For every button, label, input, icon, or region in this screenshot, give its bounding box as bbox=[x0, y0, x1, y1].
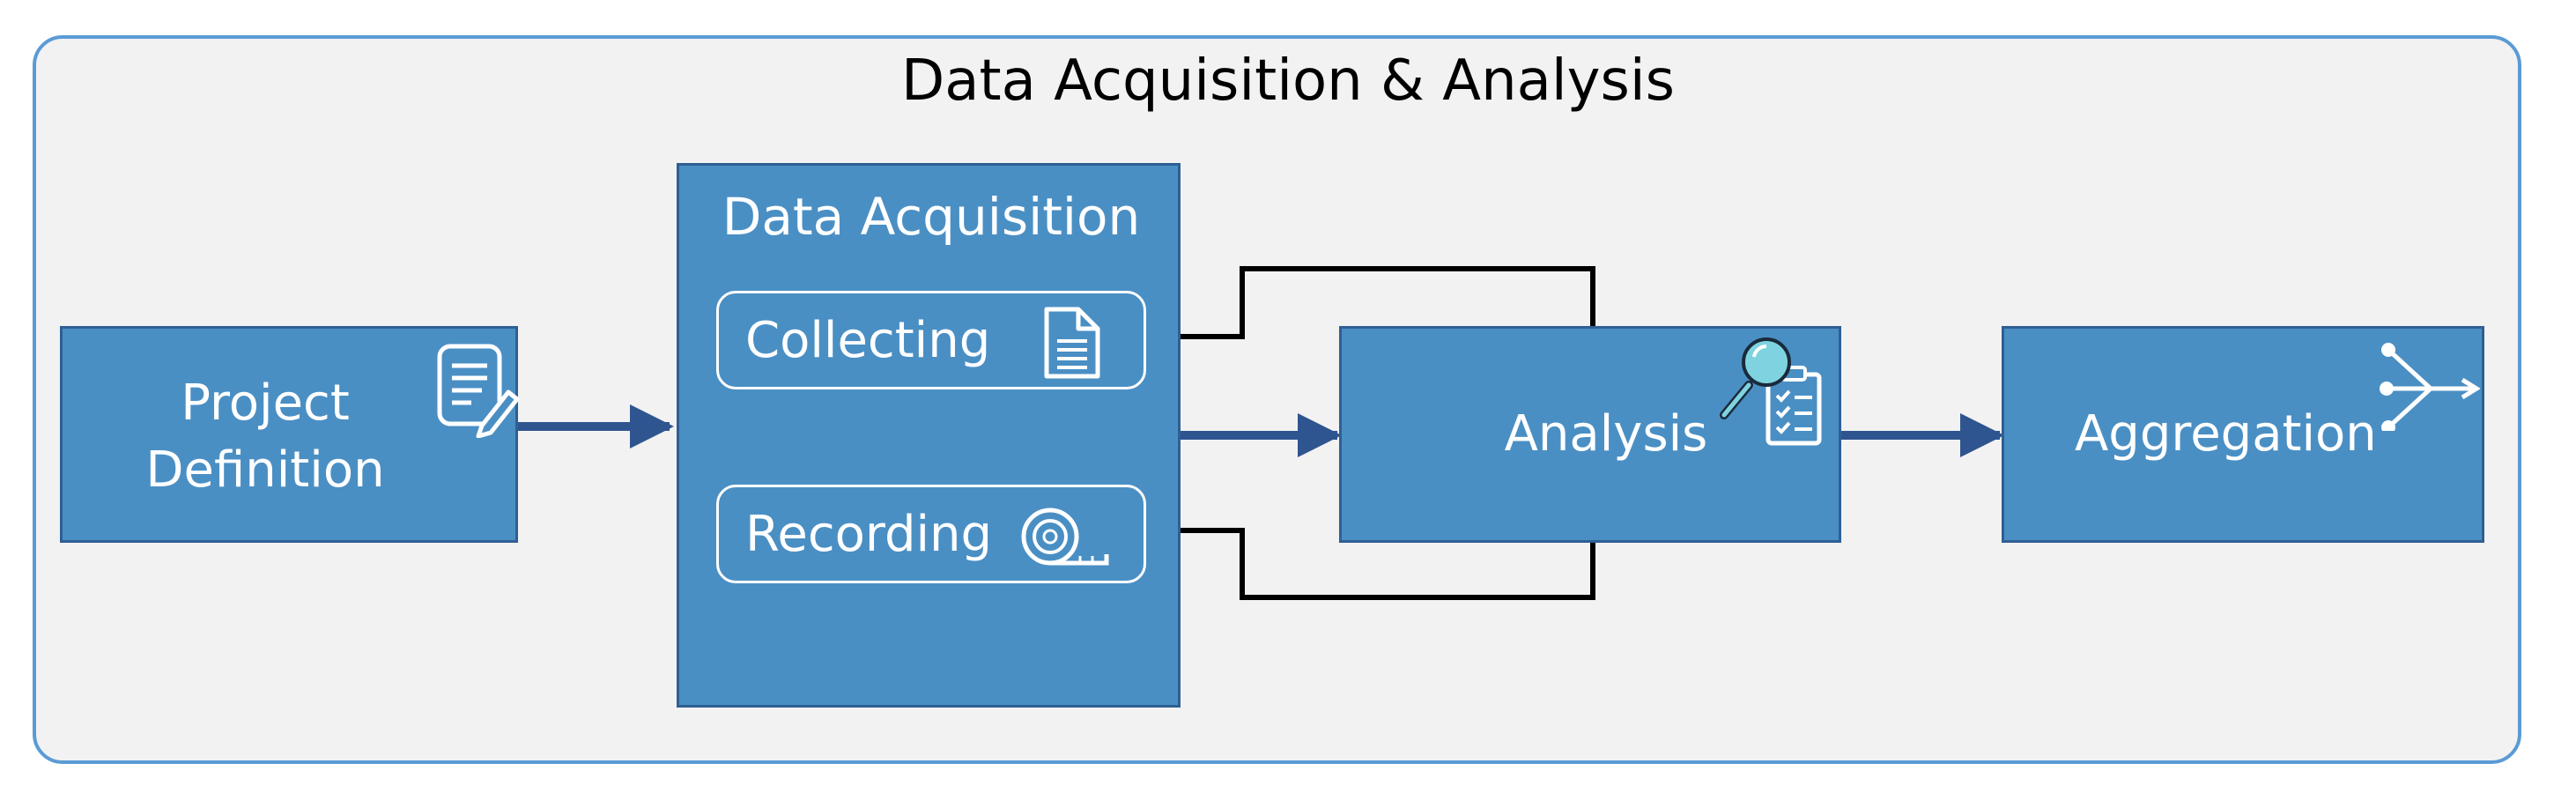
project-definition-label: Project Definition bbox=[115, 370, 415, 504]
diagram-title: Data Acquisition & Analysis bbox=[901, 48, 1675, 114]
branch-arrows-icon bbox=[2380, 343, 2480, 431]
project-definition-line2: Definition bbox=[145, 441, 385, 499]
analysis-box: Analysis bbox=[1339, 326, 1841, 543]
project-definition-line1: Project bbox=[181, 374, 350, 432]
collecting-box: Collecting bbox=[716, 291, 1146, 389]
analysis-label: Analysis bbox=[1504, 405, 1708, 463]
arrow-analysis-to-recording bbox=[1144, 517, 1595, 600]
collecting-label: Collecting bbox=[745, 311, 991, 369]
arrow-analysis-to-collecting bbox=[1144, 266, 1595, 350]
data-acquisition-label: Data Acquisition bbox=[722, 187, 1141, 247]
aggregation-box: Aggregation bbox=[2002, 326, 2484, 543]
recording-box: Recording bbox=[716, 485, 1146, 583]
project-definition-box: Project Definition bbox=[60, 326, 520, 543]
aggregation-label: Aggregation bbox=[2075, 405, 2377, 463]
document-icon bbox=[1044, 307, 1100, 379]
data-acquisition-box: Data Acquisition Collecting Recording bbox=[677, 163, 1181, 708]
magnifier-checklist-icon bbox=[1720, 337, 1822, 446]
document-edit-icon bbox=[437, 344, 520, 438]
recording-label: Recording bbox=[745, 505, 993, 563]
tape-measure-icon bbox=[1021, 508, 1109, 566]
